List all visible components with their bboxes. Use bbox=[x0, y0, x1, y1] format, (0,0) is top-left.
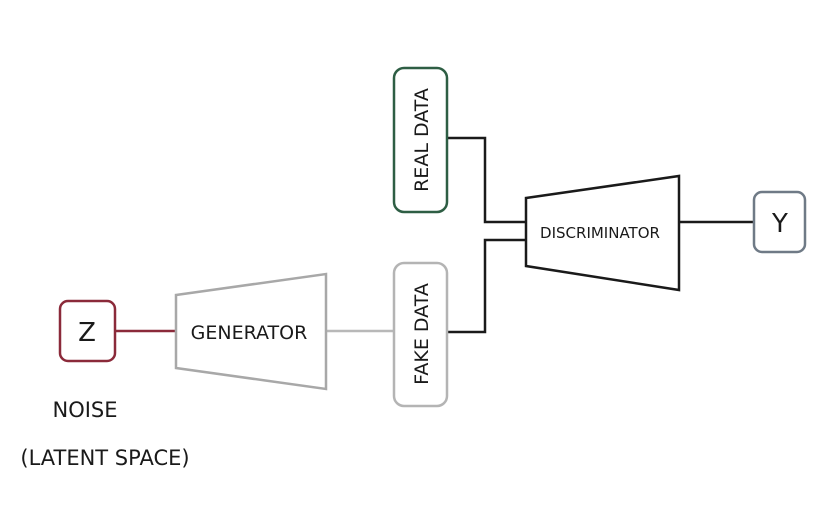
noise-caption-line1: NOISE bbox=[52, 398, 117, 422]
noise-caption-line2: (LATENT SPACE) bbox=[20, 446, 189, 470]
y-label: Y bbox=[771, 209, 788, 239]
real-to-discriminator-line bbox=[447, 136, 526, 224]
z-label: Z bbox=[78, 318, 96, 348]
fake-data-node: FAKE DATA bbox=[392, 261, 449, 408]
fake-to-discriminator-line bbox=[447, 238, 526, 334]
real-data-node: REAL DATA bbox=[392, 66, 449, 214]
discriminator-shape bbox=[524, 174, 681, 292]
connectors bbox=[115, 136, 754, 334]
fake-data-label: FAKE DATA bbox=[411, 283, 433, 385]
fake-data-box bbox=[392, 261, 449, 408]
generator-node: GENERATOR bbox=[174, 272, 328, 391]
generator-label: GENERATOR bbox=[191, 322, 308, 344]
discriminator-node: DISCRIMINATOR bbox=[524, 174, 681, 292]
z-node: Z bbox=[58, 299, 117, 363]
real-data-label: REAL DATA bbox=[411, 88, 433, 192]
generator-shape bbox=[174, 272, 328, 391]
y-box bbox=[752, 190, 807, 254]
real-data-box bbox=[392, 66, 449, 214]
discriminator-label: DISCRIMINATOR bbox=[540, 224, 660, 242]
z-box bbox=[58, 299, 117, 363]
y-node: Y bbox=[752, 190, 807, 254]
